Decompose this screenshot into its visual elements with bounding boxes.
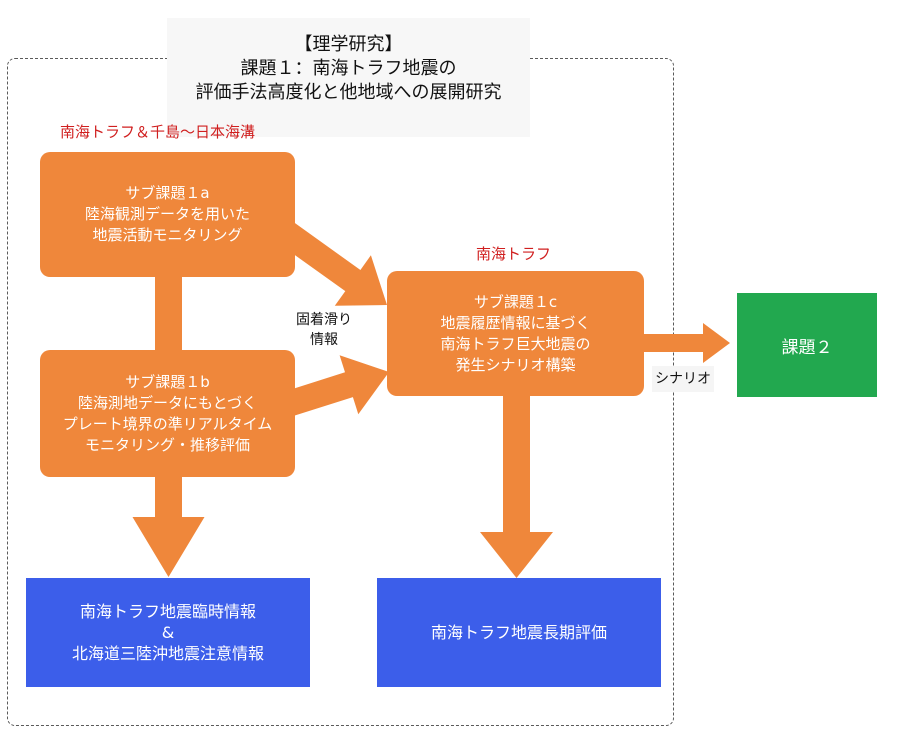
- region-label-nankai: 南海トラフ: [476, 245, 552, 263]
- arrow-1c-to-topic2: [638, 323, 730, 363]
- subtopic-1b-line: プレート境界の準リアルタイム: [62, 414, 273, 433]
- edge-label-line: 固着滑り: [296, 312, 352, 328]
- output-right-line: 南海トラフ地震長期評価: [430, 623, 607, 642]
- title-line: 【理学研究】: [294, 33, 403, 55]
- edge-label-scenario: シナリオ: [652, 366, 714, 392]
- subtopic-1b-line: サブ課題１b: [125, 372, 210, 391]
- title-line: 課題１：南海トラフ地震の: [240, 57, 457, 79]
- output-left-line: 北海道三陸沖地震注意情報: [71, 644, 264, 663]
- subtopic-1a-line: 地震活動モニタリング: [92, 226, 243, 244]
- subtopic-1c-line: 発生シナリオ構築: [455, 355, 576, 374]
- title-line: 評価手法高度化と他地域への展開研究: [195, 81, 502, 103]
- arrow-1c-to-output-right: [480, 390, 553, 578]
- subtopic-1b-box[interactable]: サブ課題１b 陸海測地データにもとづく プレート境界の準リアルタイム モニタリン…: [40, 350, 295, 477]
- output-box-long-term-evaluation[interactable]: 南海トラフ地震長期評価: [377, 578, 661, 687]
- subtopic-1a-line: 陸海観測データを用いた: [84, 205, 250, 223]
- subtopic-1c-line: サブ課題１c: [473, 292, 558, 311]
- region-label-nankai-chishima: 南海トラフ＆千島～日本海溝: [60, 123, 256, 141]
- arrow-1a-to-1c: [277, 221, 387, 306]
- output-box-nankai-extra-info[interactable]: 南海トラフ地震臨時情報 & 北海道三陸沖地震注意情報: [26, 578, 310, 687]
- subtopic-1c-line: 南海トラフ巨大地震の: [440, 334, 591, 353]
- subtopic-1a-box[interactable]: サブ課題１a 陸海観測データを用いた 地震活動モニタリング: [40, 152, 295, 277]
- output-left-line: 南海トラフ地震臨時情報: [79, 602, 256, 621]
- arrow-1b-to-output-left: [132, 470, 205, 577]
- subtopic-1b-line: モニタリング・推移評価: [84, 435, 250, 454]
- edge-label-line: 情報: [310, 332, 338, 348]
- subtopic-1b-line: 陸海測地データにもとづく: [77, 393, 258, 412]
- connector-1a-1b: [155, 270, 182, 356]
- topic2-box[interactable]: 課題２: [737, 293, 877, 397]
- subtopic-1a-line: サブ課題１a: [125, 184, 210, 202]
- subtopic-1c-line: 地震履歴情報に基づく: [440, 313, 591, 332]
- subtopic-1c-box[interactable]: サブ課題１c 地震履歴情報に基づく 南海トラフ巨大地震の 発生シナリオ構築: [387, 271, 644, 396]
- edge-label-coupling-info: 固着滑り 情報: [288, 308, 360, 352]
- page-title: 【理学研究】 課題１：南海トラフ地震の 評価手法高度化と他地域への展開研究: [167, 18, 530, 137]
- arrow-1b-to-1c: [281, 355, 389, 418]
- output-left-line: &: [161, 623, 175, 642]
- topic2-label: 課題２: [781, 337, 833, 358]
